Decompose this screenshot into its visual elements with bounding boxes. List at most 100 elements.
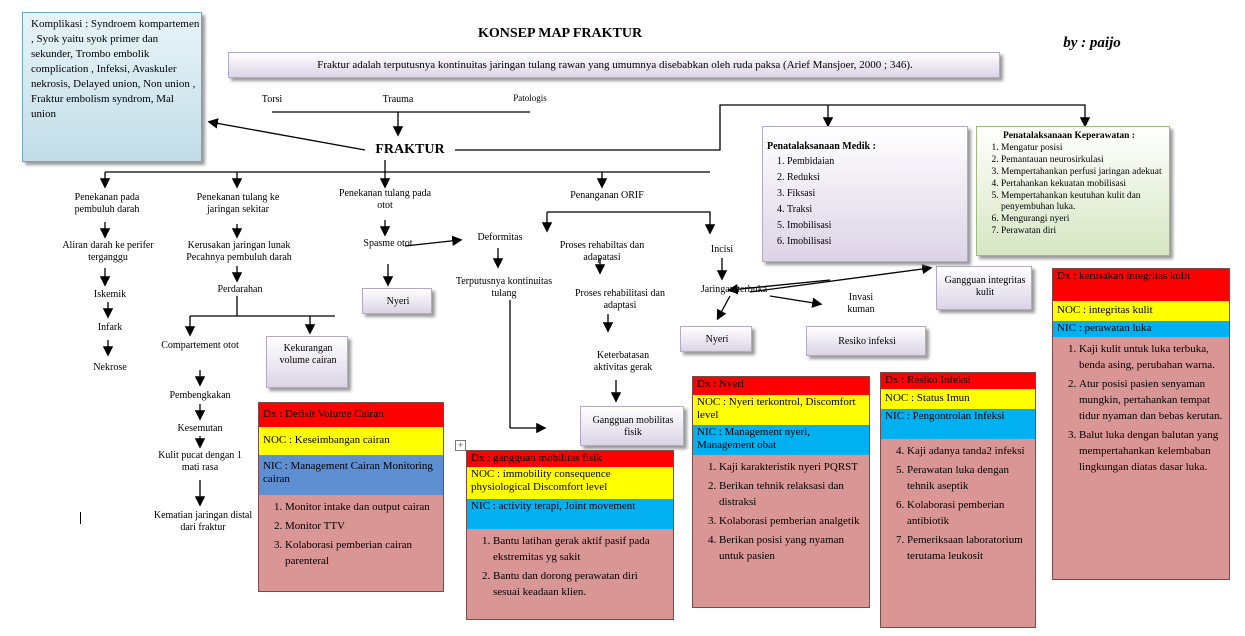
- page-title: KONSEP MAP FRAKTUR: [477, 26, 643, 41]
- care3-list: Kaji karakteristik nyeri PQRST Berikan t…: [693, 455, 869, 607]
- node-keterbatasan-gerak: Keterbatasan aktivitas gerak: [593, 350, 653, 373]
- keperawatan-item: Pemantauan neurosirkulasi: [1001, 155, 1187, 166]
- node-nyeri-1: Nyeri: [362, 288, 432, 314]
- care1-item: Monitor intake dan output cairan: [285, 499, 437, 515]
- node-rehab-1: Proses rehabiltas dan adapatasi: [559, 240, 645, 263]
- care2-dx: Dx : gangguan mobilitas fisik: [467, 451, 673, 467]
- care5-item: Kaji kulit untuk luka terbuka, benda asi…: [1079, 341, 1223, 373]
- care4-item: Pemeriksaan laboratorium terutama leukos…: [907, 532, 1029, 564]
- keperawatan-item: Mengurangi nyeri: [1001, 214, 1187, 225]
- complications-text: Komplikasi : Syndroem kompartemen , Syok…: [31, 18, 200, 120]
- care4-dx: Dx : Resiko Infeksi: [881, 373, 1035, 389]
- node-terputusnya-tulang: Terputusnya kontinuitas tulang: [455, 276, 553, 299]
- keperawatan-list: Mengatur posisi Pemantauan neurosirkulas…: [979, 143, 1187, 238]
- care5-dx: Dx : kerusakan integritas kulit: [1053, 269, 1229, 301]
- text-cursor-mark: [80, 512, 81, 524]
- care1-item: Monitor TTV: [285, 518, 437, 534]
- care-plan-nyeri: Dx : Nyeri NOC : Nyeri terkontrol, Disco…: [692, 376, 870, 608]
- node-invasi-kuman: Invasi kuman: [847, 292, 875, 315]
- care3-item: Berikan tehnik relaksasi dan distraksi: [719, 478, 863, 510]
- node-kerusakan-jaringan: Kerusakan jaringan lunak Pecahnya pembul…: [186, 240, 292, 263]
- medik-title: Penatalaksanaan Medik :: [767, 141, 876, 152]
- node-kekurangan-volume: Kekurangan volume cairan: [266, 336, 348, 388]
- care2-item: Bantu dan dorong perawatan diri sesuai k…: [493, 568, 667, 600]
- care4-item: Perawatan luka dengan tehnik aseptik: [907, 462, 1029, 494]
- cause-trauma: Trauma: [382, 94, 414, 105]
- node-aliran-darah: Aliran darah ke perifer terganggu: [62, 240, 154, 263]
- medik-item: Fiksasi: [787, 187, 977, 200]
- care5-noc: NOC : integritas kulit: [1053, 301, 1229, 321]
- node-nekrose: Nekrose: [93, 362, 127, 373]
- care2-item: Bantu latihan gerak aktif pasif pada eks…: [493, 533, 667, 565]
- medik-item: Traksi: [787, 203, 977, 216]
- definition-text: Fraktur adalah terputusnya kontinuitas j…: [317, 59, 913, 71]
- care1-dx: Dx : Defisit Volume Cairan: [259, 403, 443, 427]
- care3-item: Kolaborasi pemberian analgetik: [719, 513, 863, 529]
- care3-dx: Dx : Nyeri: [693, 377, 869, 395]
- node-perdarahan: Perdarahan: [217, 284, 263, 295]
- care2-list: Bantu latihan gerak aktif pasif pada eks…: [467, 529, 673, 619]
- node-kesemutan: Kesemutan: [177, 423, 223, 434]
- node-gangguan-mobilitas: Gangguan mobilitas fisik: [580, 406, 684, 446]
- node-infark: Infark: [97, 322, 123, 333]
- care5-list: Kaji kulit untuk luka terbuka, benda asi…: [1053, 337, 1229, 579]
- node-nyeri-2: Nyeri: [680, 326, 752, 352]
- medik-item: Pembidaian: [787, 155, 977, 168]
- care2-nic: NIC : activity terapi, Joint movement: [467, 499, 673, 529]
- medik-item: Reduksi: [787, 171, 977, 184]
- keperawatan-item: Mengatur posisi: [1001, 143, 1187, 154]
- node-penanganan-orif: Penanganan ORIF: [570, 190, 644, 201]
- node-compartement-otot: Compartement otot: [161, 340, 239, 351]
- care1-item: Kolaborasi pemberian cairan parenteral: [285, 537, 437, 569]
- node-resiko-infeksi: Resiko infeksi: [806, 326, 926, 356]
- care4-noc: NOC : Status Imun: [881, 389, 1035, 409]
- care3-nic: NIC : Management nyeri, Management obat: [693, 425, 869, 455]
- care3-item: Berikan posisi yang nyaman untuk pasien: [719, 532, 863, 564]
- node-penekanan-jaringan: Penekanan tulang ke jaringan sekitar: [196, 192, 280, 215]
- cause-patologis: Patologis: [513, 93, 547, 103]
- care4-item: Kaji adanya tanda2 infeksi: [907, 443, 1029, 459]
- definition-banner: Fraktur adalah terputusnya kontinuitas j…: [228, 52, 1000, 78]
- node-iskemik: Iskemik: [93, 289, 127, 300]
- care4-list: Kaji adanya tanda2 infeksi Perawatan luk…: [881, 439, 1035, 627]
- medik-list: Pembidaian Reduksi Fiksasi Traksi Imobil…: [765, 155, 977, 251]
- medik-item: Imobilisasi: [787, 235, 977, 248]
- medik-item: Imobilisasi: [787, 219, 977, 232]
- care-plan-mobilitas: Dx : gangguan mobilitas fisik NOC : immo…: [466, 450, 674, 620]
- center-node: FRAKTUR: [375, 142, 445, 157]
- node-spasme-otot: Spasme otot: [363, 238, 413, 249]
- node-rehab-2: Proses rehabilitasi dan adaptasi: [575, 288, 665, 311]
- node-pembengkakan: Pembengkakan: [169, 390, 231, 401]
- node-incisi: Incisi: [710, 244, 734, 255]
- node-kulit-pucat: Kulit pucat dengan 1 mati rasa: [158, 450, 242, 473]
- care5-item: Balut luka dengan balutan yang mempertah…: [1079, 427, 1223, 475]
- care2-noc: NOC : immobility consequence physiologic…: [467, 467, 673, 499]
- keperawatan-box: Penatalaksanaan Keperawatan : Mengatur p…: [976, 126, 1170, 256]
- keperawatan-title: Penatalaksanaan Keperawatan :: [1003, 131, 1135, 141]
- author-label: by : paijo: [1063, 35, 1121, 51]
- node-kematian-jaringan: Kematian jaringan distal dari fraktur: [153, 510, 253, 533]
- care-plan-integritas: Dx : kerusakan integritas kulit NOC : in…: [1052, 268, 1230, 580]
- care4-item: Kolaborasi pemberian antibiotik: [907, 497, 1029, 529]
- care4-nic: NIC : Pengontrolan Infeksi: [881, 409, 1035, 439]
- care5-nic: NIC : perawatan luka: [1053, 321, 1229, 337]
- care-plan-cairan: Dx : Defisit Volume Cairan NOC : Keseimb…: [258, 402, 444, 592]
- keperawatan-item: Mempertahankan perfusi jaringan adekuat: [1001, 167, 1187, 178]
- node-jaringan-terbuka: Jaringan terbuka: [700, 284, 768, 295]
- node-deformitas: Deformitas: [477, 232, 523, 243]
- care3-item: Kaji karakteristik nyeri PQRST: [719, 459, 863, 475]
- complications-box: Komplikasi : Syndroem kompartemen , Syok…: [22, 12, 202, 162]
- care-plan-infeksi: Dx : Resiko Infeksi NOC : Status Imun NI…: [880, 372, 1036, 628]
- move-handle-icon[interactable]: +: [455, 440, 466, 451]
- care1-list: Monitor intake dan output cairan Monitor…: [259, 495, 443, 591]
- node-penekanan-otot: Penekanan tulang pada otot: [338, 188, 432, 211]
- keperawatan-item: Mempertahankan keutuhan kulit dan penyem…: [1001, 191, 1187, 213]
- node-penekanan-pembuluh: Penekanan pada pembuluh darah: [74, 192, 140, 215]
- keperawatan-item: Perawatan diri: [1001, 226, 1187, 237]
- care1-nic: NIC : Management Cairan Monitoring caira…: [259, 455, 443, 495]
- keperawatan-item: Pertahankan kekuatan mobilisasi: [1001, 179, 1187, 190]
- care1-noc: NOC : Keseimbangan cairan: [259, 427, 443, 455]
- medik-box: Penatalaksanaan Medik : Pembidaian Reduk…: [762, 126, 968, 262]
- care5-item: Atur posisi pasien senyaman mungkin, per…: [1079, 376, 1223, 424]
